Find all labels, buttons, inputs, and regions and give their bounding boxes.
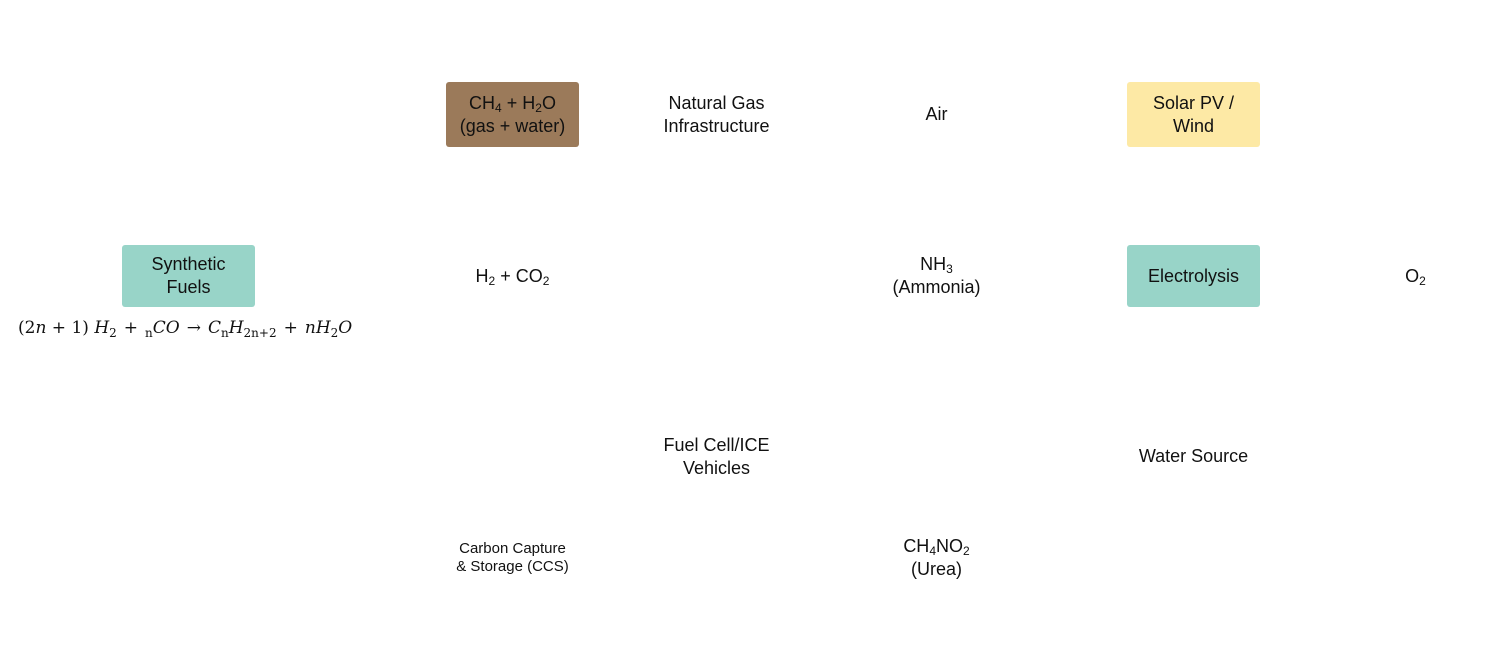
oxygen-node: O2 [1405,265,1426,288]
natural-gas-infrastructure-node: Natural Gas Infrastructure [663,92,770,136]
synthetic-fuels-node: Synthetic Fuels [122,245,255,307]
water-source-node: Water Source [1138,446,1249,466]
ch4-h2o-caption: (gas + water) [459,115,566,136]
ch4-h2o-formula: CH4 + H2O [469,92,556,115]
fuel-cell-ice-vehicles-node: Fuel Cell/ICE Vehicles [663,434,770,478]
ch4-h2o-node: CH4 + H2O (gas + water) [446,82,579,147]
ammonia-node: NH3 (Ammonia) [892,254,981,297]
fischer-tropsch-equation: (2n + 1) H2+nCO→CnH2n+2+nH2O [18,318,353,340]
electrolysis-node: Electrolysis [1127,245,1260,307]
h2-co2-node: H2 + CO2 [475,265,550,288]
carbon-capture-storage-node: Carbon Capture & Storage (CCS) [456,539,569,575]
urea-node: CH4NO2 (Urea) [903,535,970,579]
solar-pv-wind-node: Solar PV / Wind [1127,82,1260,147]
air-node: Air [925,104,948,124]
